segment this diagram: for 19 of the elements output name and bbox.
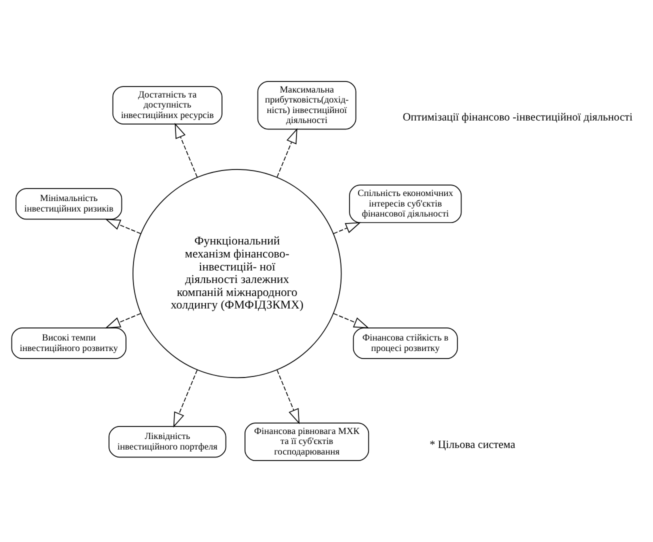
arrow — [105, 218, 142, 234]
node-box: Максимальна прибутковість(дохід- ність) інвестиційної діяльності — [257, 80, 356, 130]
arrow — [173, 370, 198, 428]
node-circle: Функціональний механізм фінансово-інвестицій- ної діяльності залежних компаній міжнародного холдингу (ФМФІДЗКМХ) — [132, 168, 342, 378]
node-box: Спільність економічних інтересів суб'єктів фінансової діяльності — [349, 184, 462, 224]
label: * Цільова система — [430, 438, 516, 451]
arrow — [174, 122, 198, 178]
node-box: Ліквідність інвестиційного портфеля — [108, 426, 226, 458]
arrow — [276, 370, 300, 424]
arrow — [333, 222, 362, 234]
node-box: Фінансова стійкість в процесі розвитку — [352, 327, 458, 360]
arrow — [276, 128, 298, 178]
arrow — [105, 313, 142, 328]
arrow — [333, 313, 370, 328]
node-box: Достатність та доступність інвестиційних ресурсів — [112, 86, 222, 124]
node-box: Фінансова рівновага МХК та її суб'єктів господарювання — [244, 422, 370, 462]
node-box: Мінімальність інвестиційних ризиків — [16, 188, 122, 220]
label: Оптимізації фінансово -інвестиційної діяльності — [402, 111, 633, 124]
node-box: Високі темпи інвестиційного розвитку — [11, 327, 126, 360]
